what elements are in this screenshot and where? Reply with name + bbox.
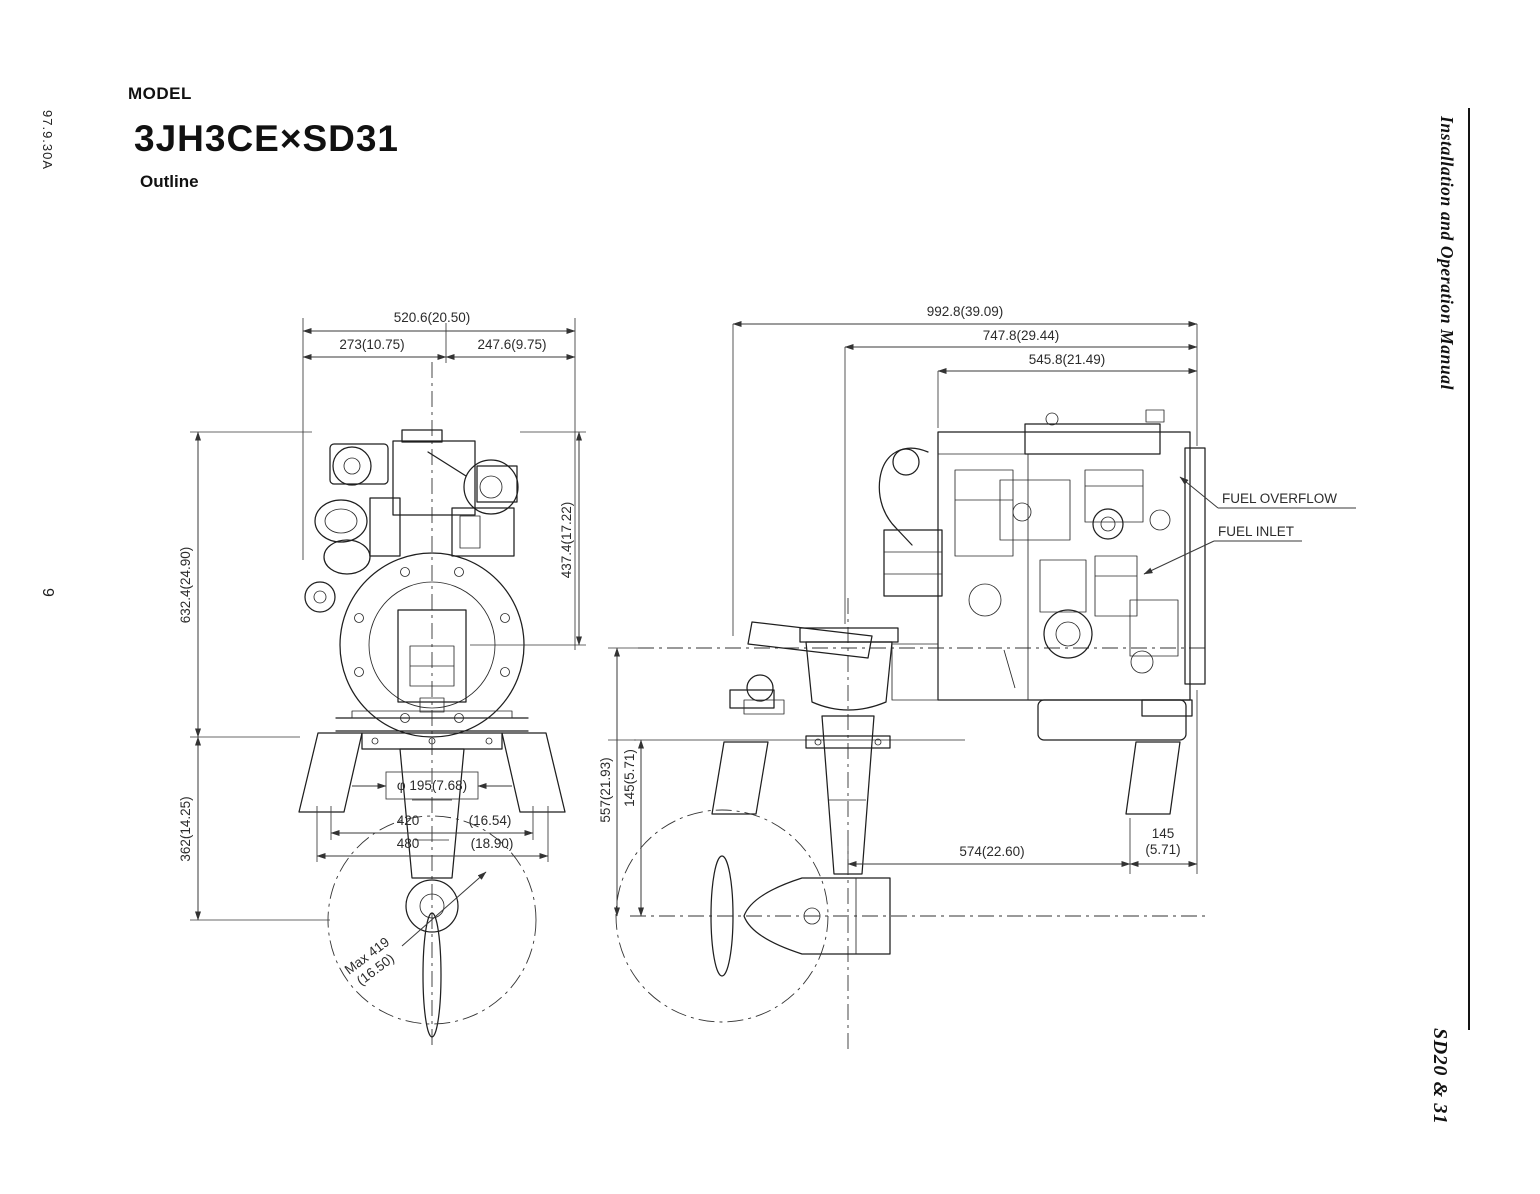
doc-revision-code: 97.9.30A [40,110,55,171]
dim-width-left: 273(10.75) [339,337,404,352]
fuel-inlet-label: FUEL INLET [1218,524,1294,539]
front-view-dimensions: 520.6(20.50) 273(10.75) 247.6(9.75) 437.… [178,310,586,988]
model-name: 3JH3CE×SD31 [134,118,400,159]
dim-offset-in: (5.71) [1145,842,1180,857]
dim-height-drive: 557(21.93) [598,757,613,822]
page-number: 9 [39,588,56,597]
dim-hub-diameter: φ 195(7.68) [397,778,467,793]
manual-edge-title: Installation and Operation Manual [1437,116,1457,391]
dim-width-right: 247.6(9.75) [477,337,546,352]
dim-base-width-mm: 420 [397,813,420,828]
fuel-overflow-label: FUEL OVERFLOW [1222,491,1337,506]
side-view-drawing [615,409,1206,1052]
side-view-dimensions: 992.8(39.09) 747.8(29.44) 545.8(21.49) 5… [598,304,1356,917]
dim-height-crank: 437.4(17.22) [559,502,574,579]
dim-length-engine: 545.8(21.49) [1029,352,1106,367]
right-edge-rule [1468,108,1470,1030]
dim-height-flange: 145(5.71) [622,749,637,807]
dim-bed-width-in: (18.90) [471,836,514,851]
dim-height-overall: 632.4(24.90) [178,547,193,624]
dim-base-width-in: (16.54) [469,813,512,828]
dim-length-drive: 574(22.60) [959,844,1024,859]
dim-bed-width-mm: 480 [397,836,420,851]
front-view-drawing [298,362,566,1048]
dim-overall-length: 992.8(39.09) [927,304,1004,319]
manual-edge-footer: SD20 & 31 [1429,1028,1451,1125]
dim-overall-width: 520.6(20.50) [394,310,471,325]
dim-height-lower: 362(14.25) [178,796,193,861]
outline-label: Outline [140,172,199,191]
dim-length-mid: 747.8(29.44) [983,328,1060,343]
dim-offset-mm: 145 [1152,826,1175,841]
model-label: MODEL [128,84,192,103]
